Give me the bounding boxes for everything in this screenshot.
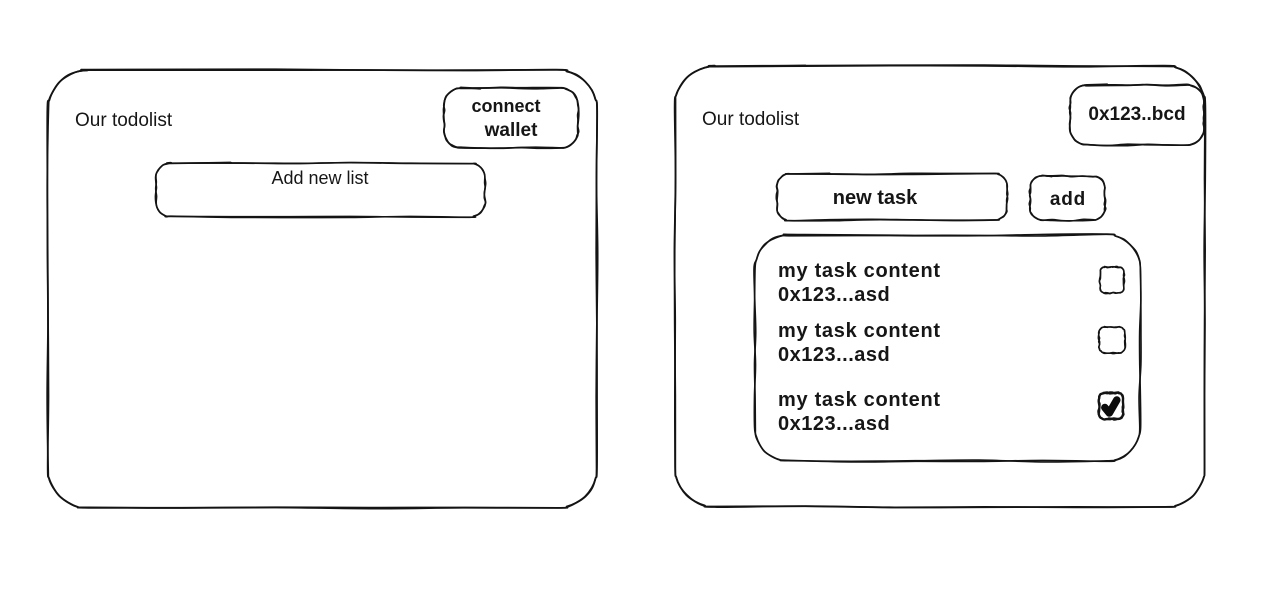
svg-text:my task content: my task content — [778, 389, 941, 411]
svg-text:Our todolist: Our todolist — [75, 110, 173, 131]
svg-text:wallet: wallet — [484, 120, 538, 141]
svg-text:0x123...asd: 0x123...asd — [778, 344, 890, 366]
svg-text:Add new list: Add new list — [271, 168, 368, 188]
svg-text:Our todolist: Our todolist — [702, 109, 800, 130]
svg-text:my task content: my task content — [778, 260, 941, 282]
svg-text:new task: new task — [833, 187, 918, 209]
svg-text:connect: connect — [471, 96, 540, 116]
svg-text:my task content: my task content — [778, 320, 941, 342]
svg-text:0x123...asd: 0x123...asd — [778, 413, 890, 435]
svg-text:add: add — [1050, 189, 1086, 210]
svg-text:0x123..bcd: 0x123..bcd — [1088, 104, 1185, 125]
svg-text:0x123...asd: 0x123...asd — [778, 284, 890, 306]
